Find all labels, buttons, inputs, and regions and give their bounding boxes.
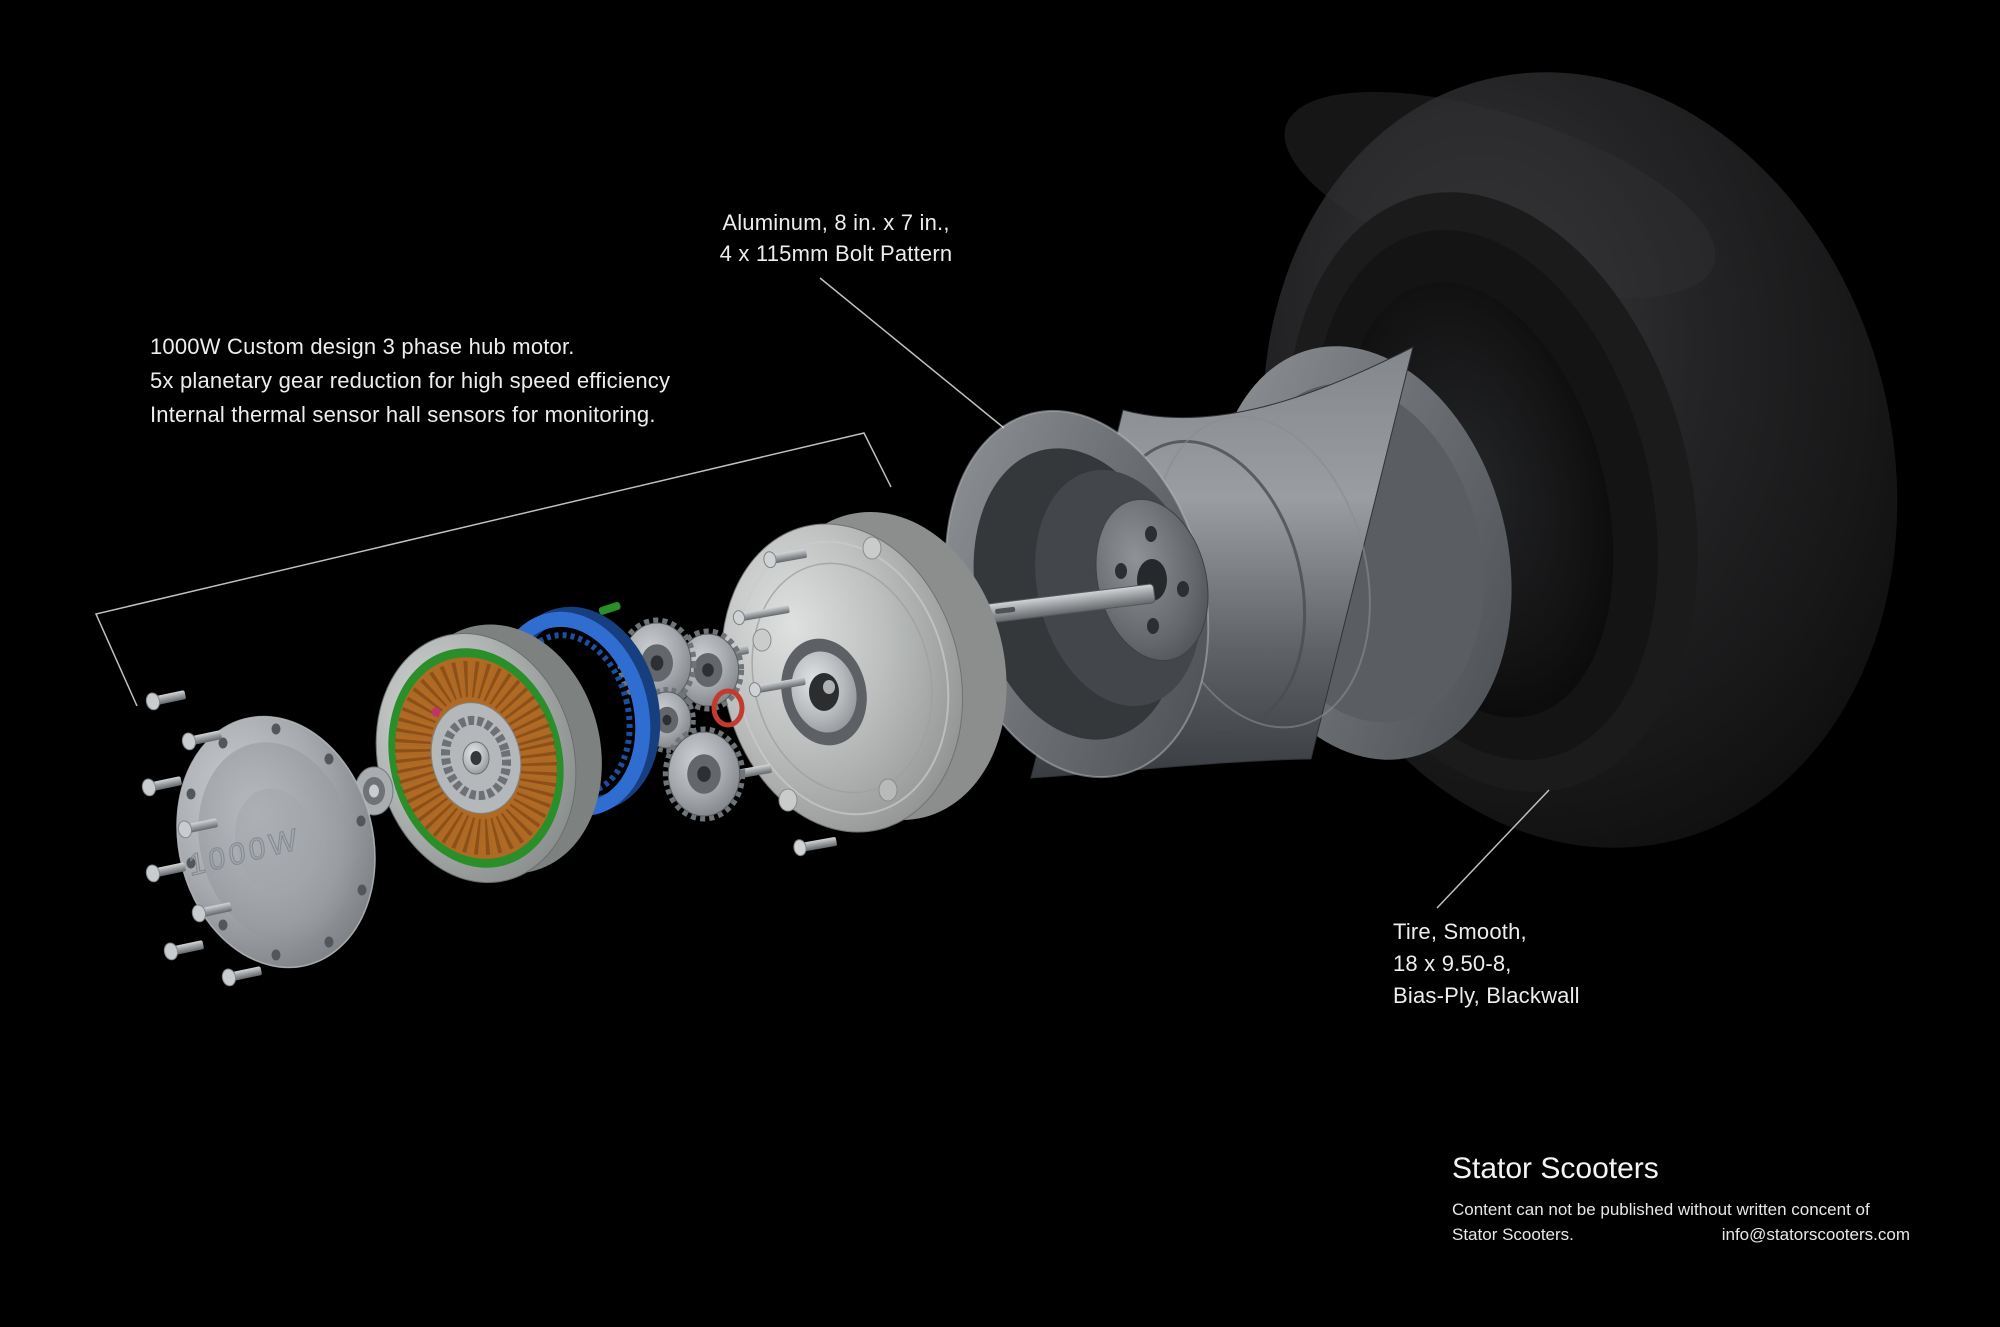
motor-bracket-line: [94, 432, 892, 707]
hub-bolt-hole: [1177, 581, 1189, 597]
disclaimer-line-2: Stator Scooters.: [1452, 1224, 1574, 1244]
green-pin: [598, 601, 621, 615]
end-cap: 1000W: [176, 715, 376, 969]
mounting-bolt: [177, 818, 218, 839]
motor-annotation-line: 1000W Custom design 3 phase hub motor.: [150, 334, 575, 359]
mounting-bolt: [221, 966, 262, 987]
cap-bolt-hole: [271, 949, 281, 961]
cap-bolt-hole: [218, 737, 228, 749]
stator: [375, 624, 602, 884]
tire-annotation-line: 18 x 9.50-8,: [1393, 950, 1512, 976]
cap-bolt-hole: [218, 919, 228, 931]
end-cap-dome: [235, 788, 317, 896]
cap-bolt-hole: [357, 884, 367, 896]
housing-lug: [778, 788, 798, 812]
tire-leader-line: [1436, 789, 1550, 909]
cap-bolts: [141, 690, 262, 987]
stator-winding-sheen: [394, 660, 558, 856]
hub-bolt-hole: [1115, 563, 1127, 579]
housing-stud: [763, 549, 807, 569]
loose-screw: [732, 605, 790, 626]
rim-annotation: Aluminum, 8 in. x 7 in., 4 x 115mm Bolt …: [705, 208, 967, 270]
housing-bore: [809, 673, 839, 711]
mounting-bolt: [181, 730, 222, 751]
cap-bolt-hole: [271, 723, 281, 735]
mounting-bolt: [191, 902, 232, 923]
hub-bolt-hole: [1145, 526, 1157, 542]
contact-email: info@statorscooters.com: [1721, 1224, 1910, 1244]
cap-bolt-hole: [356, 815, 366, 827]
motor-annotation: 1000W Custom design 3 phase hub motor. 5…: [150, 330, 730, 432]
leader-lines: [94, 277, 1550, 909]
o-ring: [711, 688, 745, 728]
loose-screw: [748, 677, 806, 698]
tire-annotation-line: Bias-Ply, Blackwall: [1393, 982, 1580, 1008]
housing-bore-glint: [823, 680, 835, 694]
sensor-wire-dot: [431, 707, 441, 717]
housing-face-inner-ring: [751, 562, 933, 794]
housing-stud: [793, 837, 837, 857]
motor-annotation-line: 5x planetary gear reduction for high spe…: [150, 368, 671, 394]
stator-magnet-ring: [440, 715, 512, 801]
stator-winding-slots: [394, 660, 558, 856]
rim-leader-line: [819, 277, 1005, 429]
mounting-bolt: [163, 940, 204, 961]
mounting-bolt: [145, 862, 186, 883]
cap-bolt-hole: [324, 753, 334, 765]
mounting-bolt: [145, 690, 186, 711]
planet-gear: [662, 726, 746, 822]
rim-annotation-line: 4 x 115mm Bolt Pattern: [719, 240, 953, 266]
axle-keyslot: [995, 606, 1016, 614]
rim-annotation-line: Aluminum, 8 in. x 7 in.,: [722, 210, 950, 235]
cap-bolt-hole: [186, 857, 196, 869]
brand-name: Stator Scooters: [1452, 1152, 1659, 1185]
cap-bolt-hole: [186, 788, 196, 800]
motor-housing: [705, 511, 1007, 857]
tire-highlight: [1284, 91, 1716, 299]
tire-annotation: Tire, Smooth, 18 x 9.50-8, Bias-Ply, Bla…: [1393, 916, 1673, 1012]
stator-center-hole: [470, 751, 482, 765]
housing-lug: [862, 536, 882, 560]
hub-bolt-hole: [1147, 618, 1159, 634]
wheel-rim: [944, 346, 1512, 779]
housing-lug: [878, 778, 898, 802]
footer: Stator Scooters Content can not be publi…: [1452, 1152, 1910, 1247]
disclaimer-line-1: Content can not be published without wri…: [1452, 1200, 1870, 1219]
housing-lug: [752, 628, 772, 652]
motor-annotation-line: Internal thermal sensor hall sensors for…: [150, 402, 656, 428]
tire-annotation-line: Tire, Smooth,: [1393, 919, 1527, 944]
cap-bolt-hole: [324, 936, 334, 948]
mounting-bolt: [141, 776, 182, 797]
